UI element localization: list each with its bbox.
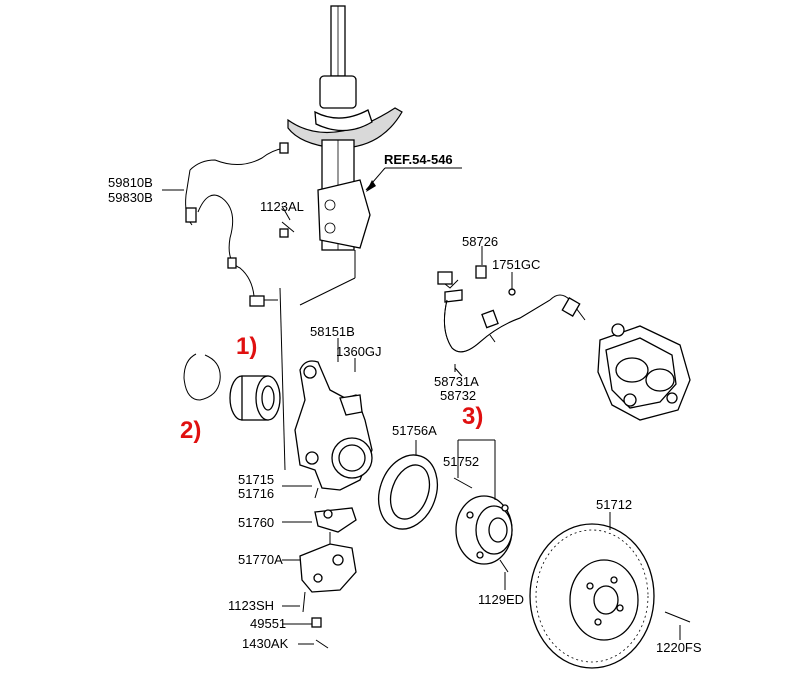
label-1430ak: 1430AK [242, 636, 289, 651]
lower-arm-bracket [299, 543, 357, 649]
callout-1: 1) [236, 333, 257, 360]
label-59810b: 59810B [108, 175, 153, 190]
wheel-speed-sensor-cable [185, 142, 289, 471]
ref-callout [365, 167, 462, 192]
label-51712: 51712 [596, 497, 632, 512]
leader-lines [162, 189, 681, 645]
label-58731a: 58731A [434, 374, 479, 389]
label-1220fs: 1220FS [656, 640, 702, 655]
label-51770a: 51770A [238, 552, 283, 567]
label-51752: 51752 [443, 454, 479, 469]
label-58726: 58726 [462, 234, 498, 249]
label-58151b: 58151B [310, 324, 355, 339]
callout-3: 3) [462, 403, 483, 430]
strut-assembly [287, 5, 403, 306]
label-1360gj: 1360GJ [336, 344, 382, 359]
label-51760: 51760 [238, 515, 274, 530]
wheel-bearing [229, 375, 281, 421]
snap-ring [183, 353, 221, 401]
ball-joint [314, 507, 357, 545]
label-1123al: 1123AL [260, 199, 304, 214]
brake-hose-assembly [437, 265, 586, 372]
label-59830b: 59830B [108, 190, 153, 205]
label-1751gc: 1751GC [492, 257, 540, 272]
label-58732: 58732 [440, 388, 476, 403]
brake-caliper [597, 323, 691, 421]
label-51756a: 51756A [392, 423, 437, 438]
brake-disc [529, 523, 691, 669]
wheel-hub [453, 477, 513, 573]
steering-knuckle [294, 360, 373, 499]
ref-label: REF.54-546 [384, 152, 453, 167]
label-49551: 49551 [250, 616, 286, 631]
dust-cover [378, 454, 438, 530]
callout-2: 2) [180, 417, 201, 444]
label-1129ed: 1129ED [478, 592, 524, 607]
label-51716: 51716 [238, 486, 274, 501]
label-51715: 51715 [238, 472, 274, 487]
label-1123sh: 1123SH [228, 598, 274, 613]
bolt-1123al [279, 221, 295, 238]
